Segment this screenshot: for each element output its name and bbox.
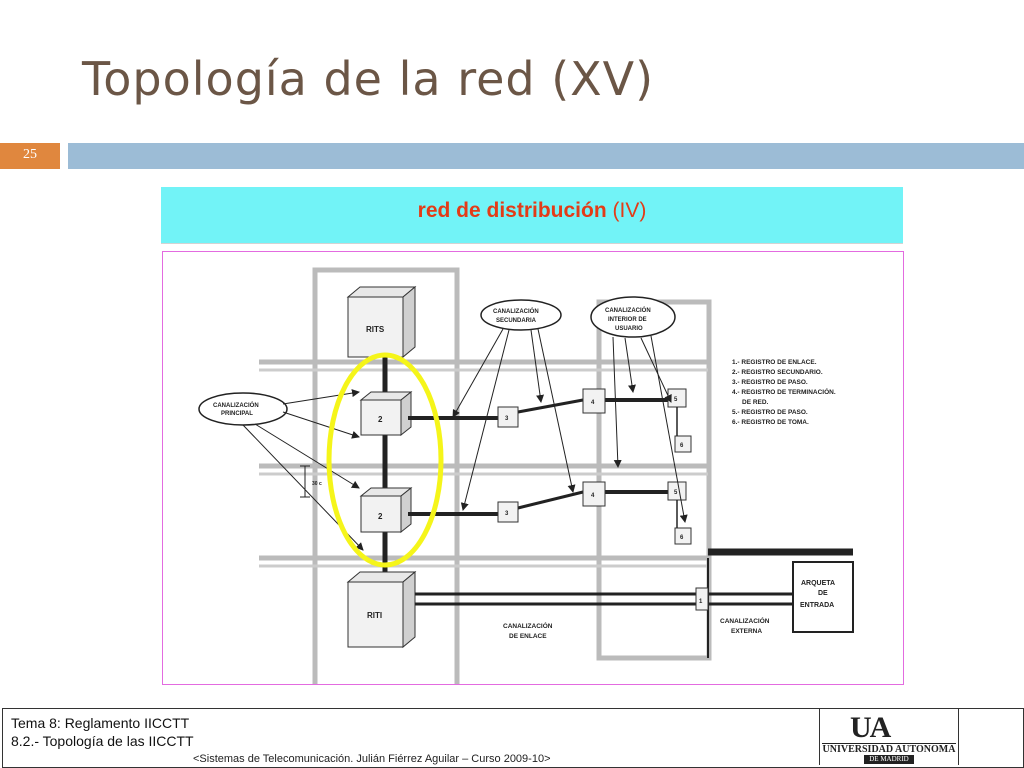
- logo-letters: UA: [850, 711, 891, 744]
- svg-text:4: 4: [591, 493, 595, 499]
- svg-text:6: 6: [680, 535, 684, 541]
- svg-text:CANALIZACIÓN: CANALIZACIÓN: [503, 621, 553, 630]
- footer-line-2: 8.2.- Topología de las IICCTT: [11, 733, 194, 749]
- registro-paso-5-top: 5: [667, 388, 687, 408]
- footer-topic: Tema 8: Reglamento IICCTT 8.2.- Topologí…: [11, 714, 194, 750]
- riti-label: RITI: [367, 611, 382, 620]
- canalizacion-principal-bubble: CANALIZACIÓN PRINCIPAL: [198, 392, 288, 426]
- registro-paso-bottom: 3: [497, 501, 519, 523]
- highlight-ellipse: [326, 352, 444, 568]
- logo-city: DE MADRID: [864, 755, 914, 764]
- canalizacion-secundaria-bubble: CANALIZACIÓN SECUNDARIA: [480, 299, 562, 331]
- height-marker: 30 c: [300, 465, 322, 498]
- university-logo: UA UNIVERSIDAD AUTONOMA DE MADRID: [819, 709, 959, 765]
- diagram-legend: 1.- REGISTRO DE ENLACE. 2.- REGISTRO SEC…: [732, 359, 836, 426]
- svg-text:SECUNDARIA: SECUNDARIA: [496, 318, 537, 324]
- legend-item: 3.- REGISTRO DE PASO.: [732, 379, 808, 386]
- legend-item: 1.- REGISTRO DE ENLACE.: [732, 359, 817, 366]
- svg-text:USUARIO: USUARIO: [615, 326, 643, 332]
- registro-terminacion-top: 4: [582, 388, 606, 414]
- legend-item: 4.- REGISTRO DE TERMINACIÓN.: [732, 387, 836, 396]
- svg-text:CANALIZACIÓN: CANALIZACIÓN: [720, 616, 770, 625]
- registro-paso-top: 3: [497, 406, 519, 428]
- registro-toma-bottom: 6: [674, 527, 692, 545]
- registro-secundario-top: 2: [359, 390, 413, 437]
- svg-text:3: 3: [505, 511, 509, 517]
- footer-credit: <Sistemas de Telecomunicación. Julián Fi…: [193, 753, 551, 765]
- svg-text:EXTERNA: EXTERNA: [731, 628, 762, 635]
- legend-item: 2.- REGISTRO SECUNDARIO.: [732, 369, 823, 376]
- rits-label: RITS: [366, 325, 385, 334]
- svg-text:CANALIZACIÓN: CANALIZACIÓN: [493, 307, 539, 315]
- riti-box: RITI: [346, 570, 417, 649]
- building-structure: [259, 267, 712, 684]
- embedded-slide-banner: red de distribución (IV): [161, 187, 903, 244]
- rits-box: RITS: [346, 285, 417, 359]
- legend-item: 5.- REGISTRO DE PASO.: [732, 409, 808, 416]
- canalizacion-interior-bubble: CANALIZACIÓN INTERIOR DE USUARIO: [590, 296, 676, 338]
- diagram-canvas: RITS RITI 2 2: [198, 267, 854, 684]
- svg-text:3: 3: [505, 416, 509, 422]
- svg-text:1: 1: [699, 599, 703, 605]
- svg-text:4: 4: [591, 400, 595, 406]
- network-diagram: RITS RITI 2 2: [162, 251, 904, 685]
- svg-text:PRINCIPAL: PRINCIPAL: [221, 411, 253, 417]
- svg-text:5: 5: [674, 397, 678, 403]
- heading-suffix: (IV): [612, 199, 647, 222]
- svg-text:6: 6: [680, 443, 684, 449]
- svg-text:ARQUETA: ARQUETA: [801, 580, 835, 587]
- page-number-badge: 25: [0, 143, 60, 169]
- svg-text:DE ENLACE: DE ENLACE: [509, 633, 547, 640]
- svg-text:2: 2: [378, 415, 383, 424]
- footer: Tema 8: Reglamento IICCTT 8.2.- Topologí…: [2, 708, 1024, 768]
- svg-text:2: 2: [378, 512, 383, 521]
- registro-secundario-bottom: 2: [359, 486, 413, 534]
- legend-item: 6.- REGISTRO DE TOMA.: [732, 419, 809, 426]
- svg-text:INTERIOR DE: INTERIOR DE: [608, 317, 647, 323]
- svg-text:30 c: 30 c: [312, 481, 322, 487]
- page-title: Topología de la red (XV): [82, 52, 655, 106]
- svg-text:5: 5: [674, 490, 678, 496]
- svg-text:CANALIZACIÓN: CANALIZACIÓN: [605, 306, 651, 314]
- canalizacion-enlace-label: CANALIZACIÓN DE ENLACE: [503, 621, 553, 640]
- embedded-slide-heading: red de distribución (IV): [161, 199, 903, 223]
- registro-paso-5-bottom: 5: [667, 481, 687, 501]
- footer-line-1: Tema 8: Reglamento IICCTT: [11, 715, 190, 731]
- svg-text:CANALIZACIÓN: CANALIZACIÓN: [213, 401, 259, 409]
- heading-main: red de distribución: [417, 199, 607, 222]
- registro-terminacion-bottom: 4: [582, 481, 606, 507]
- registro-toma-top: 6: [674, 435, 692, 453]
- svg-text:DE: DE: [818, 590, 828, 597]
- svg-text:ENTRADA: ENTRADA: [800, 602, 834, 609]
- registro-enlace: 1: [695, 587, 709, 611]
- legend-item: DE RED.: [742, 399, 769, 406]
- canalizacion-externa-label: CANALIZACIÓN EXTERNA: [720, 616, 770, 635]
- logo-university-name: UNIVERSIDAD AUTONOMA: [822, 743, 956, 755]
- header-bar: [68, 143, 1024, 169]
- arqueta-entrada: ARQUETA DE ENTRADA: [792, 561, 854, 633]
